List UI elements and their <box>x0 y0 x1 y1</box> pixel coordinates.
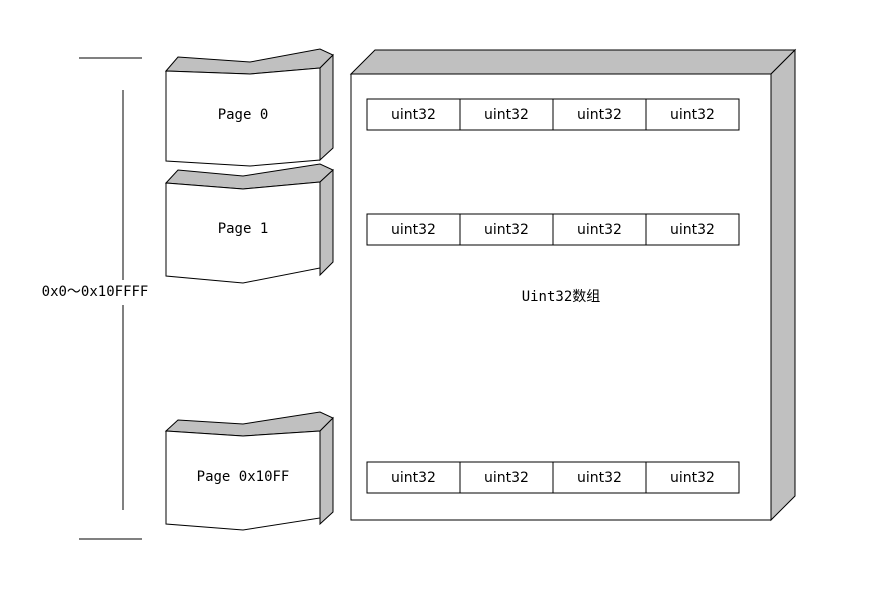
array-container-label: Uint32数组 <box>522 289 601 305</box>
page-block-side-face <box>319 53 334 162</box>
page-block-front-face <box>165 67 321 167</box>
uint32-cell <box>552 213 647 246</box>
page-block: Page 0 <box>164 48 334 167</box>
container-front-face <box>350 73 772 521</box>
uint32-array-container: Uint32数组 <box>349 48 797 522</box>
uint32-cell-label: uint32 <box>391 470 436 486</box>
page-block-side-face <box>319 168 334 277</box>
uint32-cell-label: uint32 <box>484 470 529 486</box>
page-block: Page 1 <box>164 163 334 284</box>
uint32-cell <box>459 213 554 246</box>
uint32-row: uint32 uint32 uint32 uint32 <box>366 461 740 494</box>
address-range-bracket: 0x0～0x10FFFF <box>42 57 149 540</box>
uint32-cell-label: uint32 <box>484 222 529 238</box>
uint32-cell <box>645 98 740 131</box>
uint32-cell <box>645 461 740 494</box>
address-range-label: 0x0～0x10FFFF <box>42 284 149 300</box>
page-label: Page 0 <box>218 107 269 123</box>
uint32-cell <box>552 98 647 131</box>
uint32-cell-label: uint32 <box>577 222 622 238</box>
uint32-cell-label: uint32 <box>670 222 715 238</box>
uint32-row: uint32 uint32 uint32 uint32 <box>366 213 740 246</box>
page-block-side-face <box>319 416 334 526</box>
uint32-cell-label: uint32 <box>391 222 436 238</box>
uint32-cell-label: uint32 <box>670 107 715 123</box>
page-label: Page 0x10FF <box>197 469 290 485</box>
uint32-cell <box>645 213 740 246</box>
uint32-cell <box>366 213 461 246</box>
uint32-cell-label: uint32 <box>484 107 529 123</box>
page-block-front-face <box>165 430 321 531</box>
uint32-cell-label: uint32 <box>391 107 436 123</box>
container-side-face <box>770 48 796 522</box>
page-block: Page 0x10FF <box>164 411 334 531</box>
container-top-face <box>349 49 797 75</box>
uint32-row: uint32 uint32 uint32 uint32 <box>366 98 740 131</box>
uint32-cell-label: uint32 <box>670 470 715 486</box>
uint32-cell-label: uint32 <box>577 470 622 486</box>
uint32-cell-label: uint32 <box>577 107 622 123</box>
page-block-front-face <box>165 181 321 284</box>
page-label: Page 1 <box>218 221 269 237</box>
